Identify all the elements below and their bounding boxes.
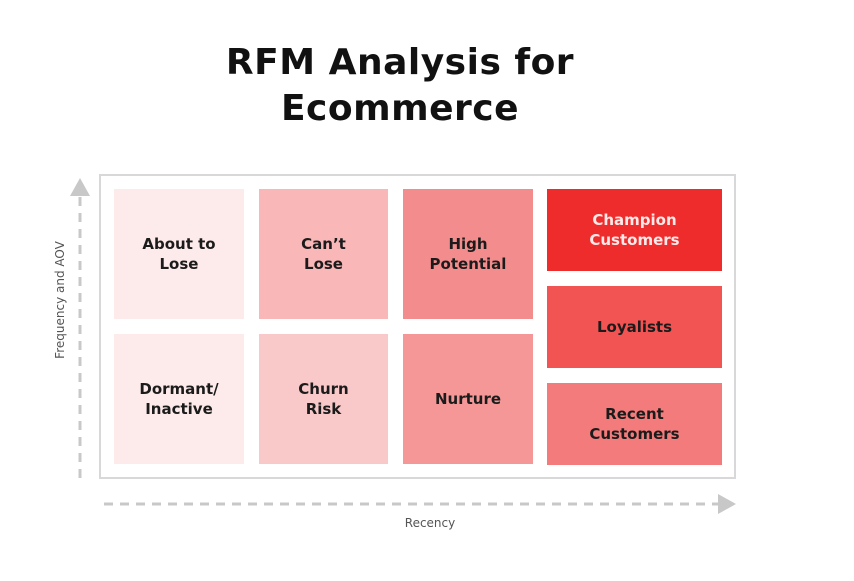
segment-label: About to Lose xyxy=(142,235,216,273)
segment-label: Churn Risk xyxy=(298,380,349,418)
x-axis-arrowhead xyxy=(718,494,736,514)
segment-label: Loyalists xyxy=(596,318,673,336)
segment-champion-customers: Champion Customers xyxy=(547,189,722,271)
segment-about-to-lose: About to Lose xyxy=(114,189,244,319)
segment-label: High Potential xyxy=(429,235,507,273)
segment-loyalists: Loyalists xyxy=(547,286,722,368)
segment-label: Can’t Lose xyxy=(301,235,346,273)
diagram-title: RFM Analysis for Ecommerce xyxy=(225,42,575,129)
segment-label: Dormant/ Inactive xyxy=(139,380,219,418)
segment-churn-risk: Churn Risk xyxy=(259,334,388,464)
segment-label: Nurture xyxy=(434,390,502,408)
segment-label: Recent Customers xyxy=(589,405,680,443)
x-axis-label: Recency xyxy=(404,516,456,530)
y-axis-arrowhead xyxy=(70,178,90,196)
segment-nurture: Nurture xyxy=(403,334,533,464)
segment-high-potential: High Potential xyxy=(403,189,533,319)
segment-dormant-inactive: Dormant/ Inactive xyxy=(114,334,244,464)
y-axis-label: Frequency and AOV xyxy=(53,241,67,359)
segment-cant-lose: Can’t Lose xyxy=(259,189,388,319)
segment-label: Champion Customers xyxy=(589,211,680,249)
segment-recent-customers: Recent Customers xyxy=(547,383,722,465)
